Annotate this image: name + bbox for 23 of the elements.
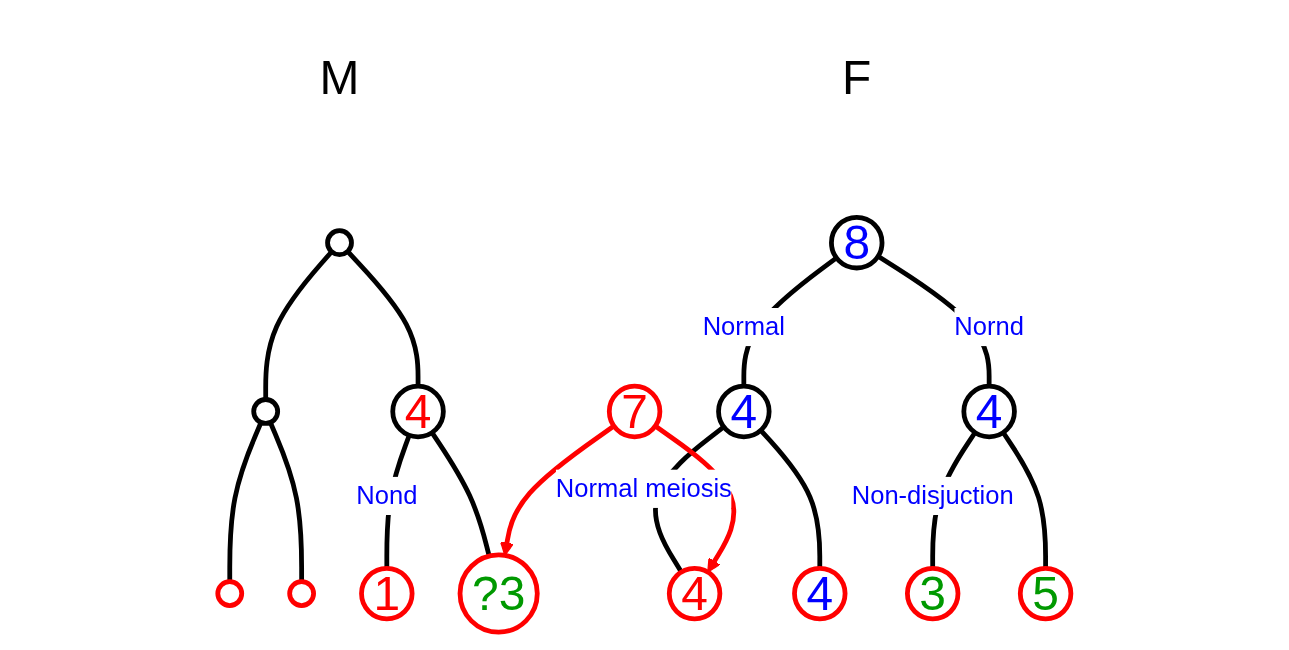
node-label: F (842, 51, 872, 105)
node-circle (251, 397, 281, 426)
node-circle: 5 (1018, 565, 1074, 622)
edge-label: Normal (702, 312, 786, 340)
node-circle: 4 (390, 383, 446, 440)
node-circle: 3 (905, 565, 961, 622)
edge-label: Nornd (954, 312, 1025, 340)
connector (227, 421, 264, 582)
node-circle (325, 228, 355, 258)
node-circle: 1 (359, 565, 415, 622)
node-circle (287, 579, 317, 608)
node-circle: 8 (829, 215, 885, 271)
edge-label: Non-disjuction (851, 481, 1014, 509)
node-circle: 4 (716, 383, 772, 440)
edge-label: Normal meiosis (555, 474, 733, 502)
node-circle: 4 (667, 565, 723, 622)
node-circle: ?3 (457, 552, 540, 635)
edge-label: Nond (356, 481, 418, 509)
node-circle: 4 (792, 565, 848, 622)
node-circle: 7 (607, 383, 663, 440)
node-circle (215, 579, 245, 608)
node-label: M (319, 51, 360, 105)
node-circle: 4 (961, 383, 1017, 440)
